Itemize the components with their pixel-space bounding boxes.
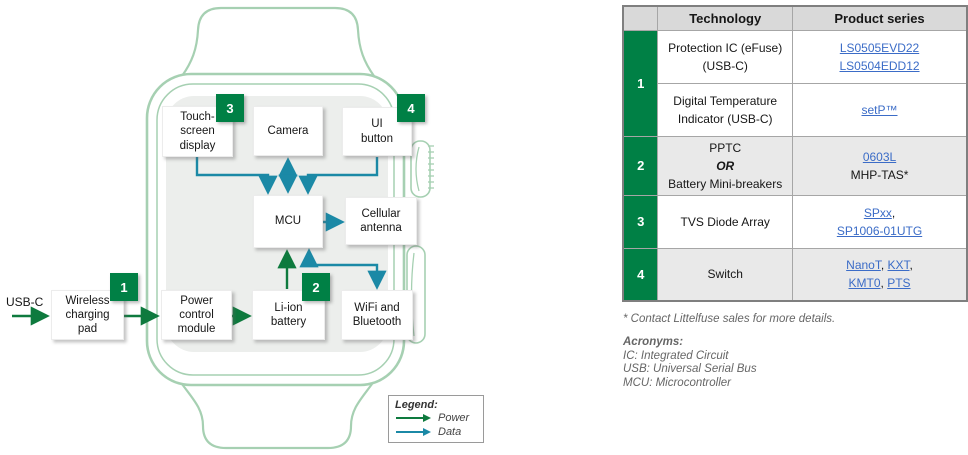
data-arrows bbox=[195, 157, 387, 290]
product-link-spxx[interactable]: SPxx bbox=[863, 205, 892, 220]
product-link-sp100601utg[interactable]: SP1006-01UTG bbox=[836, 223, 923, 238]
power-arrows bbox=[12, 249, 297, 326]
product-link-kxt[interactable]: KXT bbox=[887, 258, 910, 273]
product-link-0603l[interactable]: 0603L bbox=[862, 149, 897, 164]
block-camera: Camera bbox=[253, 106, 323, 156]
product-link-kmt0[interactable]: KMT0 bbox=[848, 276, 881, 291]
technology-cell: TVS Diode Array bbox=[657, 194, 794, 249]
cell-text: (USB-C) bbox=[702, 58, 748, 73]
product-series-cell: 0603L MHP-TAS* bbox=[792, 135, 968, 196]
block-wifi-bluetooth: WiFi and Bluetooth bbox=[341, 290, 413, 340]
badge-2: 2 bbox=[302, 273, 330, 301]
data-arrow-icon bbox=[396, 428, 431, 436]
cell-text: , bbox=[880, 276, 888, 291]
technology-cell: PPTC OR Battery Mini-breakers bbox=[657, 135, 794, 196]
table-header-row: Technology Product series bbox=[622, 5, 968, 31]
watch-band-top bbox=[181, 6, 375, 77]
legend-box: Legend: Power Data bbox=[388, 395, 484, 443]
row-number-cell: 4 bbox=[622, 247, 659, 302]
header-number-col bbox=[622, 5, 659, 31]
legend-row-power: Power bbox=[395, 411, 477, 425]
product-link-ls0504edd12[interactable]: LS0504EDD12 bbox=[839, 58, 920, 73]
product-series-cell: SPxx, SP1006-01UTG bbox=[792, 194, 968, 249]
cell-text: Digital Temperature bbox=[673, 93, 778, 108]
legend-title: Legend: bbox=[395, 399, 438, 411]
watch-crown bbox=[410, 140, 434, 198]
cell-text: Indicator (USB-C) bbox=[677, 111, 773, 126]
block-mcu: MCU bbox=[253, 195, 323, 248]
acronyms-title: Acronyms: bbox=[623, 336, 684, 348]
block-power-control-module: Power control module bbox=[161, 290, 232, 340]
cell-text: PPTC bbox=[709, 140, 742, 155]
power-arrow-icon bbox=[396, 414, 431, 422]
acronym-line: MCU: Microcontroller bbox=[623, 376, 731, 389]
row-number-cell: 2 bbox=[622, 135, 659, 196]
block-cellular-antenna: Cellular antenna bbox=[345, 197, 417, 245]
product-series-cell: setP™ bbox=[792, 82, 968, 137]
header-technology: Technology bbox=[657, 5, 794, 31]
acronym-line: USB: Universal Serial Bus bbox=[623, 363, 757, 376]
product-link-setp[interactable]: setP™ bbox=[861, 102, 898, 117]
cell-text: , bbox=[891, 205, 896, 220]
smartwatch-diagram: Touch- screen display Camera UI button M… bbox=[6, 6, 484, 450]
row-number-cell: 1 bbox=[622, 29, 659, 137]
technology-cell: Switch bbox=[657, 247, 794, 302]
footnote: * Contact Littelfuse sales for more deta… bbox=[623, 313, 836, 325]
row-number-cell: 3 bbox=[622, 194, 659, 249]
legend-label-data: Data bbox=[438, 426, 462, 438]
product-link-pts[interactable]: PTS bbox=[887, 276, 911, 291]
legend-row-data: Data bbox=[395, 425, 477, 439]
cell-text: MHP-TAS* bbox=[850, 167, 909, 182]
table-row: 3 TVS Diode Array SPxx, SP1006-01UTG bbox=[622, 194, 968, 249]
badge-3: 3 bbox=[216, 94, 244, 122]
acronyms-block: Acronyms: IC: Integrated Circuit USB: Un… bbox=[623, 336, 757, 390]
table-row: 1 Protection IC (eFuse) (USB-C) LS0505EVD22… bbox=[622, 29, 968, 137]
product-table-body: 1 Protection IC (eFuse) (USB-C) LS0505EVD22… bbox=[622, 29, 968, 302]
legend-label-power: Power bbox=[438, 412, 470, 424]
acronym-line: IC: Integrated Circuit bbox=[623, 349, 729, 362]
cell-text: Switch bbox=[707, 267, 743, 282]
header-product-series: Product series bbox=[792, 5, 968, 31]
usb-c-label: USB-C bbox=[6, 295, 44, 309]
cell-text: , bbox=[909, 258, 913, 273]
table-row: 2 PPTC OR Battery Mini-breakers 0603L MHP-TAS… bbox=[622, 135, 968, 196]
badge-1: 1 bbox=[110, 273, 138, 301]
cell-text: OR bbox=[716, 158, 735, 173]
watch-band-bottom bbox=[181, 383, 373, 450]
product-series-cell: NanoT, KXT,KMT0, PTS bbox=[792, 247, 968, 302]
cell-text: Battery Mini-breakers bbox=[668, 176, 783, 191]
product-link-nanot[interactable]: NanoT bbox=[846, 258, 881, 273]
cell-text: Protection IC (eFuse) bbox=[668, 40, 783, 55]
technology-cell: Protection IC (eFuse) (USB-C) bbox=[657, 29, 794, 84]
product-link-ls0505evd22[interactable]: LS0505EVD22 bbox=[839, 40, 920, 55]
badge-4: 4 bbox=[397, 94, 425, 122]
cell-text: , bbox=[880, 258, 888, 273]
block-touch-screen-display: Touch- screen display bbox=[162, 106, 233, 157]
cell-text: TVS Diode Array bbox=[680, 214, 770, 229]
